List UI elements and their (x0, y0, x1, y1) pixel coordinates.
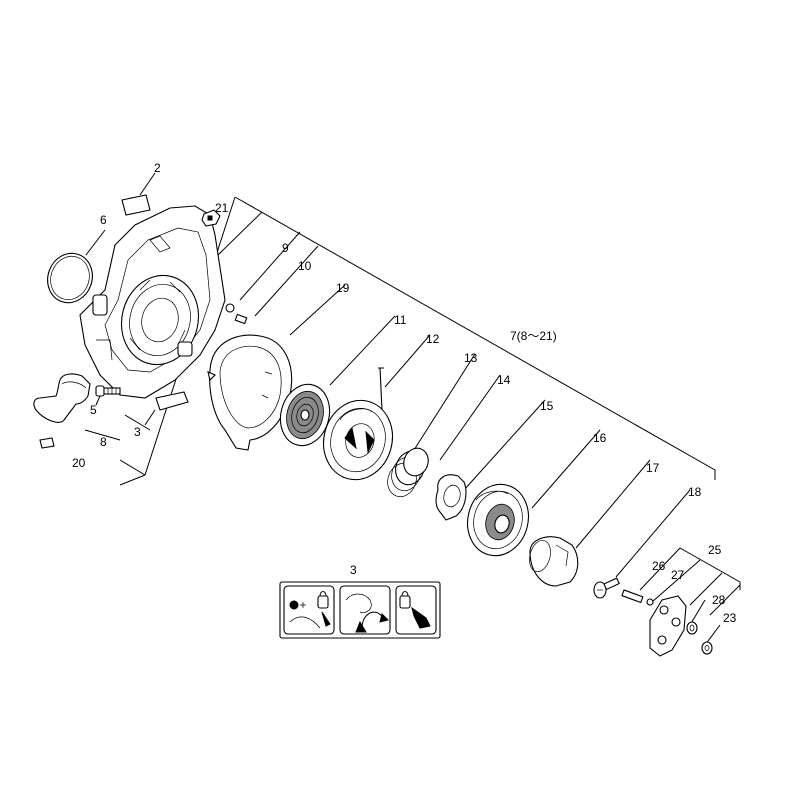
pulley-screw-part (593, 577, 620, 599)
callout-6: 6 (100, 213, 107, 227)
callout-9: 9 (282, 241, 289, 255)
callout-labels: 2 6 21 9 10 19 11 12 7(8～21) 13 14 15 16… (72, 161, 737, 625)
decal-panel-2 (339, 585, 391, 635)
callout-21: 21 (215, 201, 229, 215)
ratchet-washer-part (435, 474, 467, 521)
callout-28: 28 (712, 593, 726, 607)
recoil-spring-part (279, 383, 331, 447)
callout-16: 16 (593, 431, 607, 445)
guide-plate-part (207, 334, 293, 451)
small-piece-part-20 (39, 437, 55, 449)
callout-15: 15 (540, 399, 554, 413)
callout-17: 17 (646, 461, 660, 475)
pin-part-26 (621, 589, 654, 606)
starter-housing-part (79, 205, 226, 399)
clip-part-21 (201, 209, 221, 227)
callout-7: 7(8～21) (510, 329, 557, 343)
drum-pulley-part (467, 483, 529, 557)
callout-11: 11 (394, 313, 407, 327)
callout-18: 18 (688, 485, 702, 499)
washer-part-28 (686, 621, 698, 635)
decal-detail-panel: 3 (279, 563, 441, 639)
callout-10: 10 (298, 259, 312, 273)
callout-26: 26 (652, 559, 666, 573)
rope-pin-part (378, 367, 384, 411)
callout-3: 3 (134, 425, 141, 439)
callout-14: 14 (497, 373, 511, 387)
coil-spring-part (387, 447, 429, 498)
callout-12: 12 (426, 332, 440, 346)
label-sticker-part (121, 172, 156, 216)
hub-cup-part (529, 536, 579, 587)
e-clip-part-23 (701, 641, 713, 655)
reel-pulley-part (323, 399, 393, 481)
screw-part-9 (225, 303, 248, 325)
callout-20: 20 (72, 456, 86, 470)
decal-panel-1 (283, 585, 335, 635)
decal-part-3 (144, 391, 189, 426)
assembly-bracket-7 (84, 196, 716, 578)
bolt-part-5 (95, 385, 121, 406)
callout-23: 23 (723, 611, 737, 625)
callout-25: 25 (708, 543, 722, 557)
callout-8: 8 (100, 435, 107, 449)
callout-5: 5 (90, 403, 97, 417)
callout-19: 19 (336, 281, 350, 295)
pawl-plate-part (649, 595, 687, 657)
callout-13: 13 (464, 351, 478, 365)
decal-detail-label: 3 (350, 563, 357, 577)
callout-2: 2 (154, 161, 161, 175)
callout-27: 27 (671, 568, 685, 582)
o-ring-part (47, 229, 106, 304)
starter-handle-part (33, 373, 91, 423)
